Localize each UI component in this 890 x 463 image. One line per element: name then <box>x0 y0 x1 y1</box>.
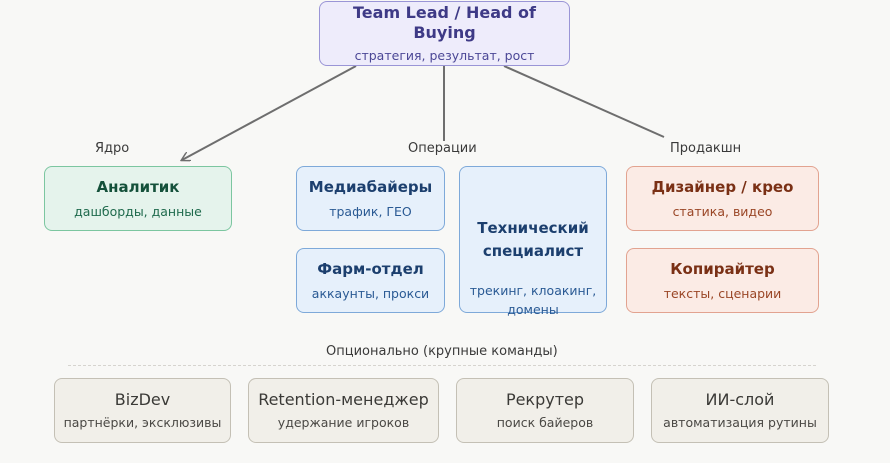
connector-to-production <box>503 65 665 138</box>
node-bizdev: BizDev партнёрки, эксклюзивы <box>54 378 231 443</box>
node-ai-layer: ИИ-слой автоматизация рутины <box>651 378 829 443</box>
node-media-buyers: Медиабайеры трафик, ГЕО <box>296 166 445 231</box>
group-label-production: Продакшн <box>670 141 742 156</box>
node-farm: Фарм-отдел аккаунты, прокси <box>296 248 445 313</box>
media-buyers-title: Медиабайеры <box>308 178 433 196</box>
root-title: Team Lead / Head of Buying <box>353 3 536 42</box>
node-analyst: Аналитик дашборды, данные <box>44 166 232 231</box>
media-buyers-subtitle: трафик, ГЕО <box>329 204 412 219</box>
bizdev-title: BizDev <box>114 390 171 409</box>
designer-subtitle: статика, видео <box>672 204 773 219</box>
recruiter-title: Рекрутер <box>505 390 585 409</box>
analyst-title: Аналитик <box>96 178 180 196</box>
node-copywriter: Копирайтер тексты, сценарии <box>626 248 819 313</box>
ai-layer-title: ИИ-слой <box>705 390 775 409</box>
node-designer: Дизайнер / крео статика, видео <box>626 166 819 231</box>
node-recruiter: Рекрутер поиск байеров <box>456 378 634 443</box>
root-node-team-lead: Team Lead / Head of Buying стратегия, ре… <box>319 1 570 66</box>
group-label-operations: Операции <box>408 141 477 156</box>
ai-layer-subtitle: автоматизация рутины <box>663 415 817 430</box>
root-subtitle: стратегия, результат, рост <box>354 48 535 63</box>
connector-to-core <box>182 65 357 160</box>
optional-divider <box>68 365 816 366</box>
farm-subtitle: аккаунты, прокси <box>311 286 430 301</box>
node-retention-manager: Retention-менеджер удержание игроков <box>248 378 439 443</box>
copywriter-subtitle: тексты, сценарии <box>663 286 782 301</box>
tech-title-line1: Технический <box>477 219 589 237</box>
node-tech-specialist: Технический специалист трекинг, клоакинг… <box>459 166 607 317</box>
analyst-subtitle: дашборды, данные <box>74 204 202 219</box>
tech-subtitle-line2: домены <box>507 302 559 317</box>
optional-heading: Опционально (крупные команды) <box>326 344 558 359</box>
group-label-core: Ядро <box>95 141 130 156</box>
tech-title-line2: специалист <box>482 242 584 260</box>
copywriter-title: Копирайтер <box>670 260 775 278</box>
bizdev-subtitle: партнёрки, эксклюзивы <box>63 415 222 430</box>
tech-subtitle-line1: трекинг, клоакинг, <box>469 283 597 298</box>
recruiter-subtitle: поиск байеров <box>496 415 594 430</box>
farm-title: Фарм-отдел <box>317 260 424 278</box>
designer-title: Дизайнер / крео <box>651 178 794 196</box>
retention-subtitle: удержание игроков <box>277 415 410 430</box>
retention-title: Retention-менеджер <box>258 390 429 409</box>
